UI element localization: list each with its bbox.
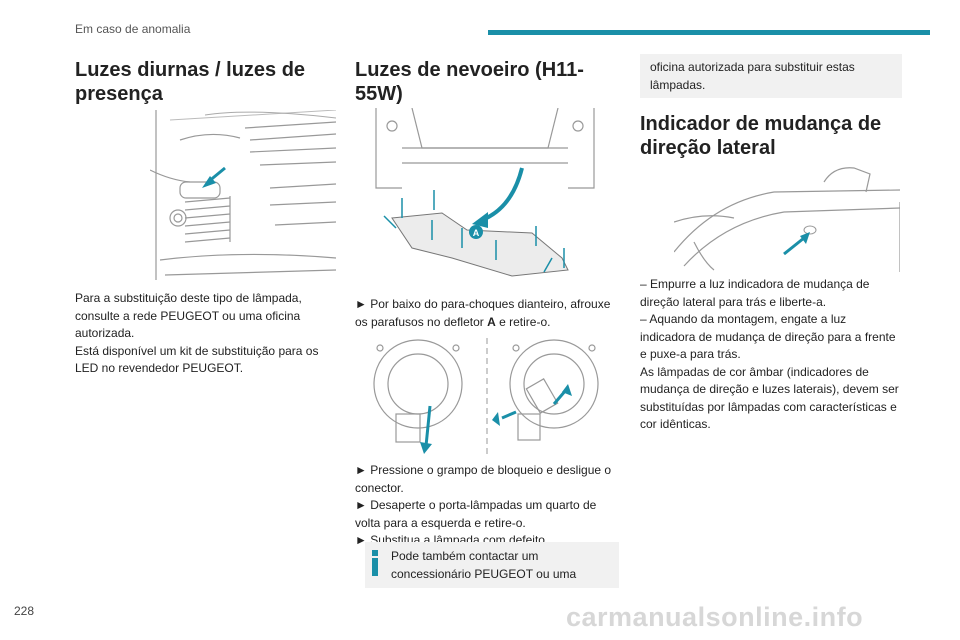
side-step-1: – Empurre a luz indicadora de mudança de… xyxy=(640,277,870,309)
step-2-text: ► Pressione o grampo de bloqueio e desli… xyxy=(355,463,612,495)
daytime-lights-text: Para a substituição deste tipo de lâmpad… xyxy=(75,290,335,378)
column-fog-lights: Luzes de nevoeiro (H11-55W) xyxy=(355,58,619,106)
info-note-box-continued: oficina autorizada para substituir estas… xyxy=(640,54,902,98)
side-step-2: – Aquando da montagem, engate a luz indi… xyxy=(640,312,896,361)
watermark: carmanualsonline.info xyxy=(566,602,864,632)
header-accent-bar xyxy=(488,30,930,35)
info-icon xyxy=(371,550,379,576)
deflector-ref-a: A xyxy=(487,314,496,329)
section-title-daytime-lights: Luzes diurnas / luzes de presença xyxy=(75,59,306,105)
deflector-label-a: A xyxy=(473,228,480,238)
side-indicator-illustration xyxy=(673,162,901,272)
fog-lamp-bulbholder-illustration xyxy=(368,334,606,458)
info-note-text: Pode também contactar um concessionário … xyxy=(391,549,577,581)
info-note-box: Pode também contactar um concessionário … xyxy=(365,542,619,588)
section-title-side-indicator: Indicador de mudança de direção lateral xyxy=(640,113,882,159)
section-title-fog-lights: Luzes de nevoeiro (H11-55W) xyxy=(355,59,584,105)
daytime-lights-para-1: Para a substituição deste tipo de lâmpad… xyxy=(75,291,302,340)
fog-lights-step-1: ► Por baixo do para-choques dianteiro, a… xyxy=(355,296,619,331)
step-3-text: ► Desaperte o porta-lâmpadas um quarto d… xyxy=(355,498,597,530)
page-number: 228 xyxy=(14,604,35,618)
fog-lights-steps: ► Pressione o grampo de bloqueio e desli… xyxy=(355,462,619,550)
step-1-text-end: e retire-o. xyxy=(499,314,551,329)
side-para: As lâmpadas de cor âmbar (indicadores de… xyxy=(640,364,899,432)
daytime-lights-illustration xyxy=(149,109,337,280)
column-side-indicator: Indicador de mudança de direção lateral xyxy=(640,112,902,160)
step-1-text: Por baixo do para-choques dianteiro, afr… xyxy=(355,297,611,329)
side-indicator-text: – Empurre a luz indicadora de mudança de… xyxy=(640,276,902,434)
daytime-lights-para-2: Está disponível um kit de substituição p… xyxy=(75,343,319,376)
section-header: Em caso de anomalia xyxy=(75,22,191,36)
fog-lights-deflector-illustration: A xyxy=(372,107,598,284)
step-arrow: ► xyxy=(355,297,367,311)
info-note-text-continued: oficina autorizada para substituir estas… xyxy=(650,60,855,92)
column-daytime-lights: Luzes diurnas / luzes de presença xyxy=(75,58,335,106)
